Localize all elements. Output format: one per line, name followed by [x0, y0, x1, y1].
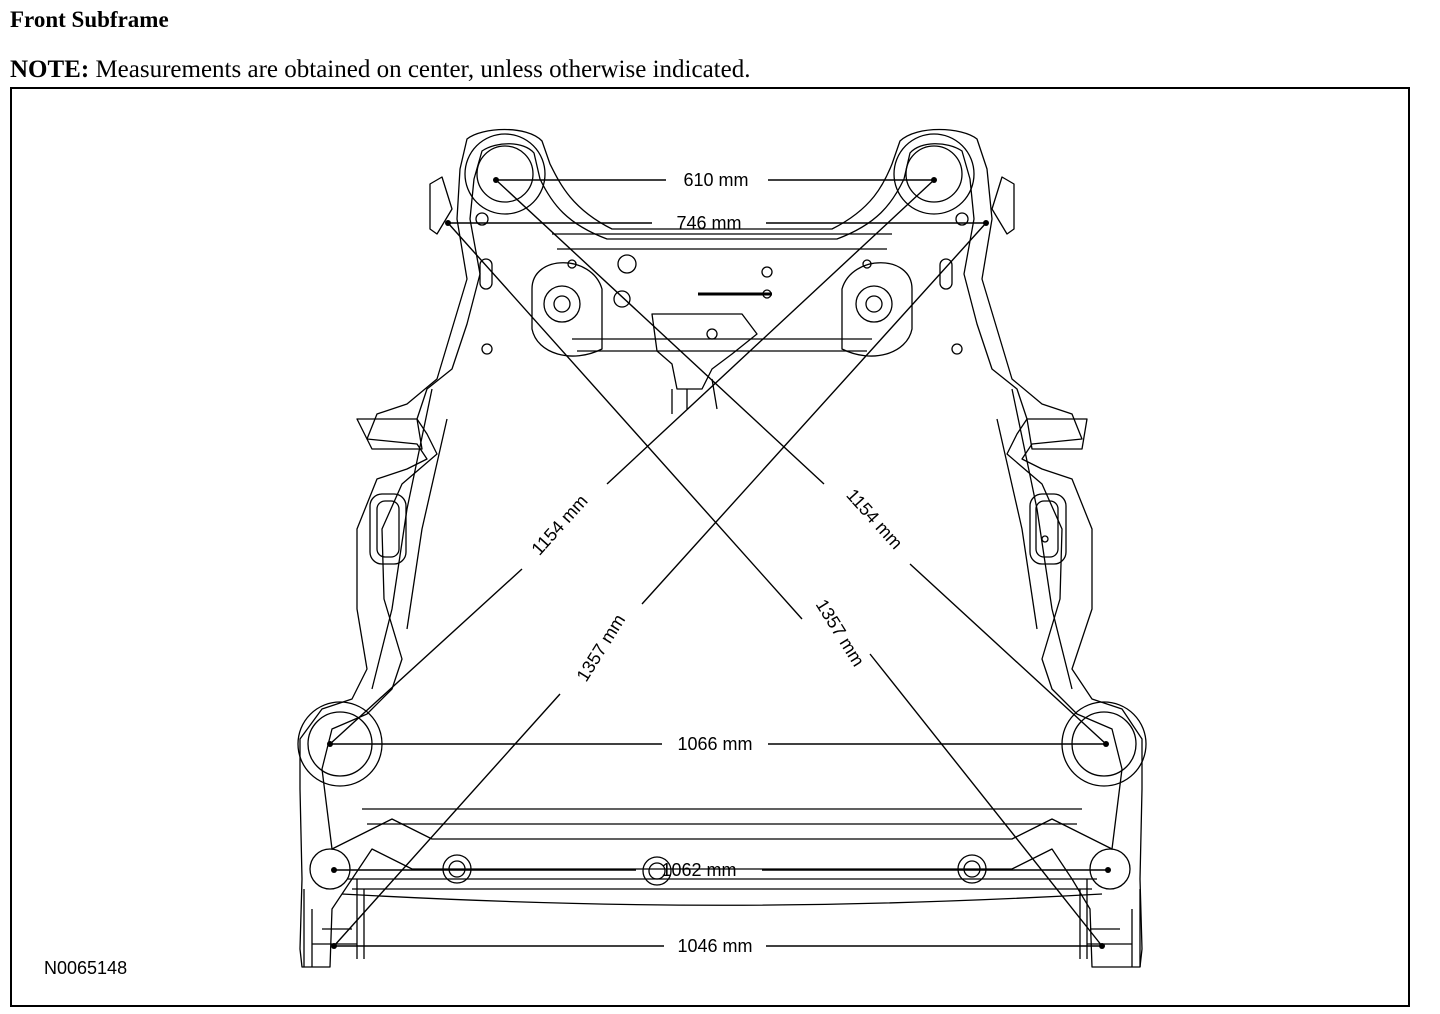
subframe-diagram: 610 mm 746 mm 1066 mm 1062 mm 1046 mm 11…	[44, 128, 1147, 978]
dim-label-1062: 1062 mm	[661, 860, 736, 880]
note: NOTE: Measurements are obtained on cente…	[10, 55, 750, 85]
dim-label-1066: 1066 mm	[677, 734, 752, 754]
figure-frame: 610 mm 746 mm 1066 mm 1062 mm 1046 mm 11…	[10, 87, 1410, 1007]
dim-label-1046: 1046 mm	[677, 936, 752, 956]
figure-id: N0065148	[44, 958, 127, 978]
dim-label-1357-right: 1357 mm	[812, 596, 869, 670]
dimension-lines	[329, 179, 1108, 947]
dim-label-610: 610 mm	[683, 170, 748, 190]
page-title: Front Subframe	[10, 7, 169, 32]
dim-label-1154-left: 1154 mm	[527, 491, 591, 559]
note-label: NOTE:	[10, 56, 90, 83]
note-text: Measurements are obtained on center, unl…	[95, 56, 751, 83]
subframe-outline	[297, 128, 1147, 968]
dim-label-1154-right: 1154 mm	[842, 485, 906, 553]
dim-label-746: 746 mm	[676, 213, 741, 233]
dim-label-1357-left: 1357 mm	[573, 611, 630, 685]
